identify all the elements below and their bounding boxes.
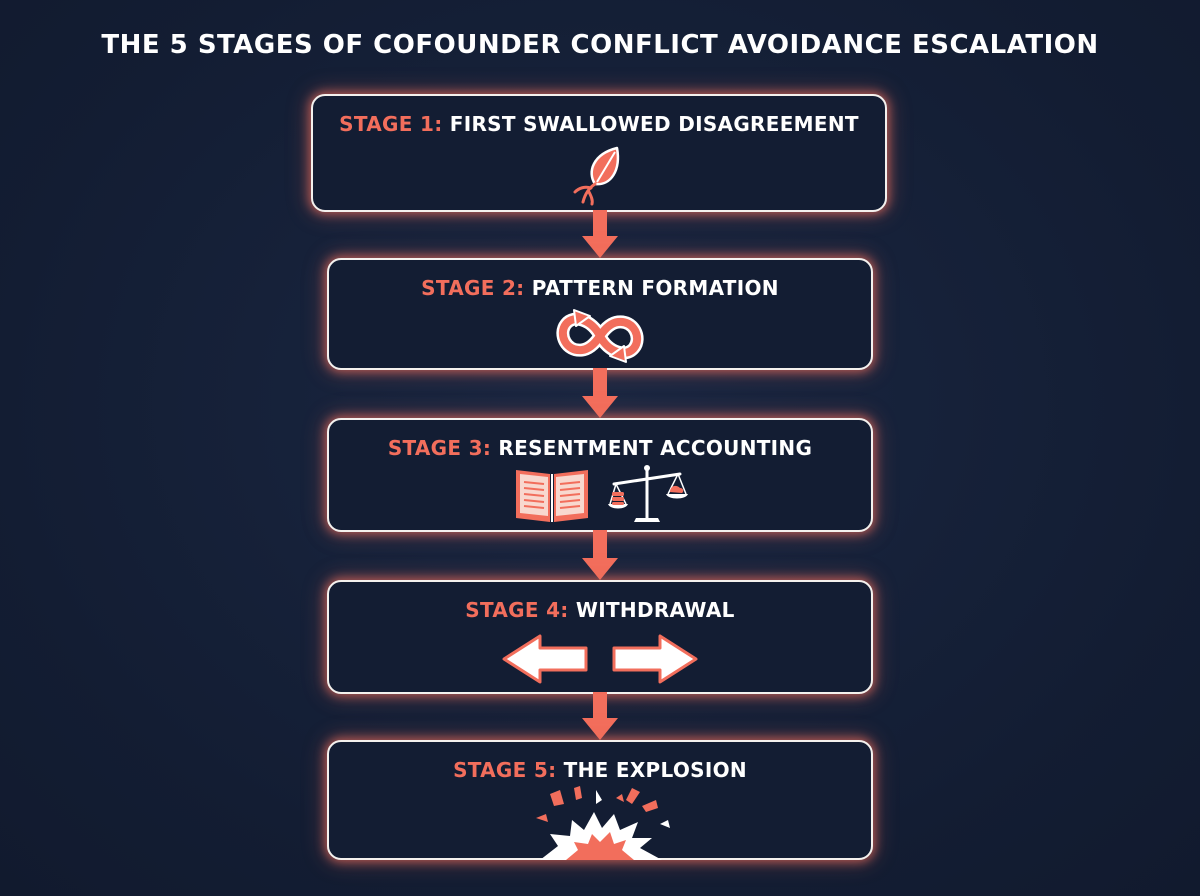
- explosion-burst-icon: [536, 786, 670, 860]
- stage-2-box: STAGE 2: PATTERN FORMATION: [327, 258, 873, 370]
- balance-scale-icon: [608, 465, 688, 522]
- stage-2-name: PATTERN FORMATION: [531, 276, 779, 300]
- stage-4-number: STAGE 4:: [465, 598, 569, 622]
- down-arrow-1: [582, 210, 618, 258]
- stage-1-box: STAGE 1: FIRST SWALLOWED DISAGREEMENT: [311, 94, 887, 212]
- down-arrow-3: [582, 530, 618, 580]
- stage-2-label: STAGE 2: PATTERN FORMATION: [329, 276, 871, 300]
- stage-5-label: STAGE 5: THE EXPLOSION: [329, 758, 871, 782]
- open-ledger-book-icon: [516, 470, 588, 522]
- stage-3-label: STAGE 3: RESENTMENT ACCOUNTING: [329, 436, 871, 460]
- stage-1-label: STAGE 1: FIRST SWALLOWED DISAGREEMENT: [313, 112, 885, 136]
- right-arrow-icon: [612, 634, 698, 684]
- infinity-loop-arrows-icon: [556, 309, 644, 363]
- stage-5-number: STAGE 5:: [453, 758, 557, 782]
- stage-3-number: STAGE 3:: [387, 436, 492, 460]
- stage-5-name: THE EXPLOSION: [563, 758, 747, 782]
- down-arrow-4: [582, 692, 618, 740]
- stage-4-label: STAGE 4: WITHDRAWAL: [329, 598, 871, 622]
- left-arrow-icon: [502, 634, 588, 684]
- stage-2-number: STAGE 2:: [421, 276, 525, 300]
- stage-1-name: FIRST SWALLOWED DISAGREEMENT: [449, 112, 859, 136]
- stage-4-box: STAGE 4: WITHDRAWAL: [327, 580, 873, 694]
- stage-1-number: STAGE 1:: [339, 112, 443, 136]
- stage-5-box: STAGE 5: THE EXPLOSION: [327, 740, 873, 860]
- stage-4-name: WITHDRAWAL: [575, 598, 735, 622]
- down-arrow-2: [582, 368, 618, 418]
- stage-3-name: RESENTMENT ACCOUNTING: [498, 436, 813, 460]
- diagram-title: THE 5 STAGES OF COFOUNDER CONFLICT AVOID…: [101, 30, 1099, 60]
- stage-3-box: STAGE 3: RESENTMENT ACCOUNTING: [327, 418, 873, 532]
- sprouting-seed-icon: [573, 146, 620, 206]
